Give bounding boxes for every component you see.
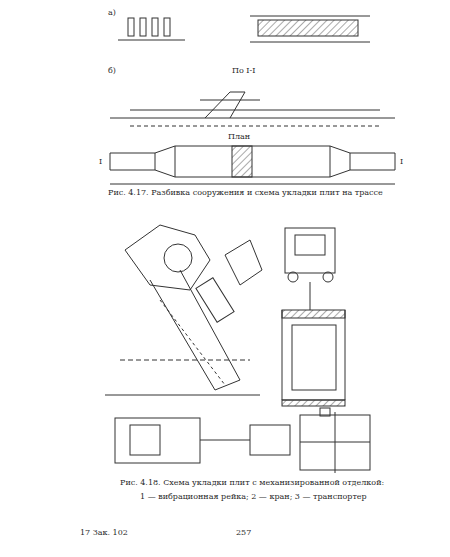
section-mark: I bbox=[400, 157, 403, 166]
section-label: По I-I bbox=[232, 66, 255, 75]
figure-caption: Рис. 4.17. Разбивка сооружения и схема у… bbox=[108, 188, 408, 197]
figure-caption: Рис. 4.18. Схема укладки плит с механизи… bbox=[120, 478, 410, 487]
plan-label: План bbox=[228, 132, 250, 141]
caption-legend: 1 — вибрационная рейка; 2 — кран; 3 — тр… bbox=[140, 492, 400, 501]
section-mark: I bbox=[99, 157, 102, 166]
view-label: б) bbox=[108, 66, 116, 75]
page-number: 257 bbox=[236, 528, 251, 537]
view-label: а) bbox=[108, 8, 116, 17]
print-mark: 17 Зак. 102 bbox=[80, 528, 128, 537]
